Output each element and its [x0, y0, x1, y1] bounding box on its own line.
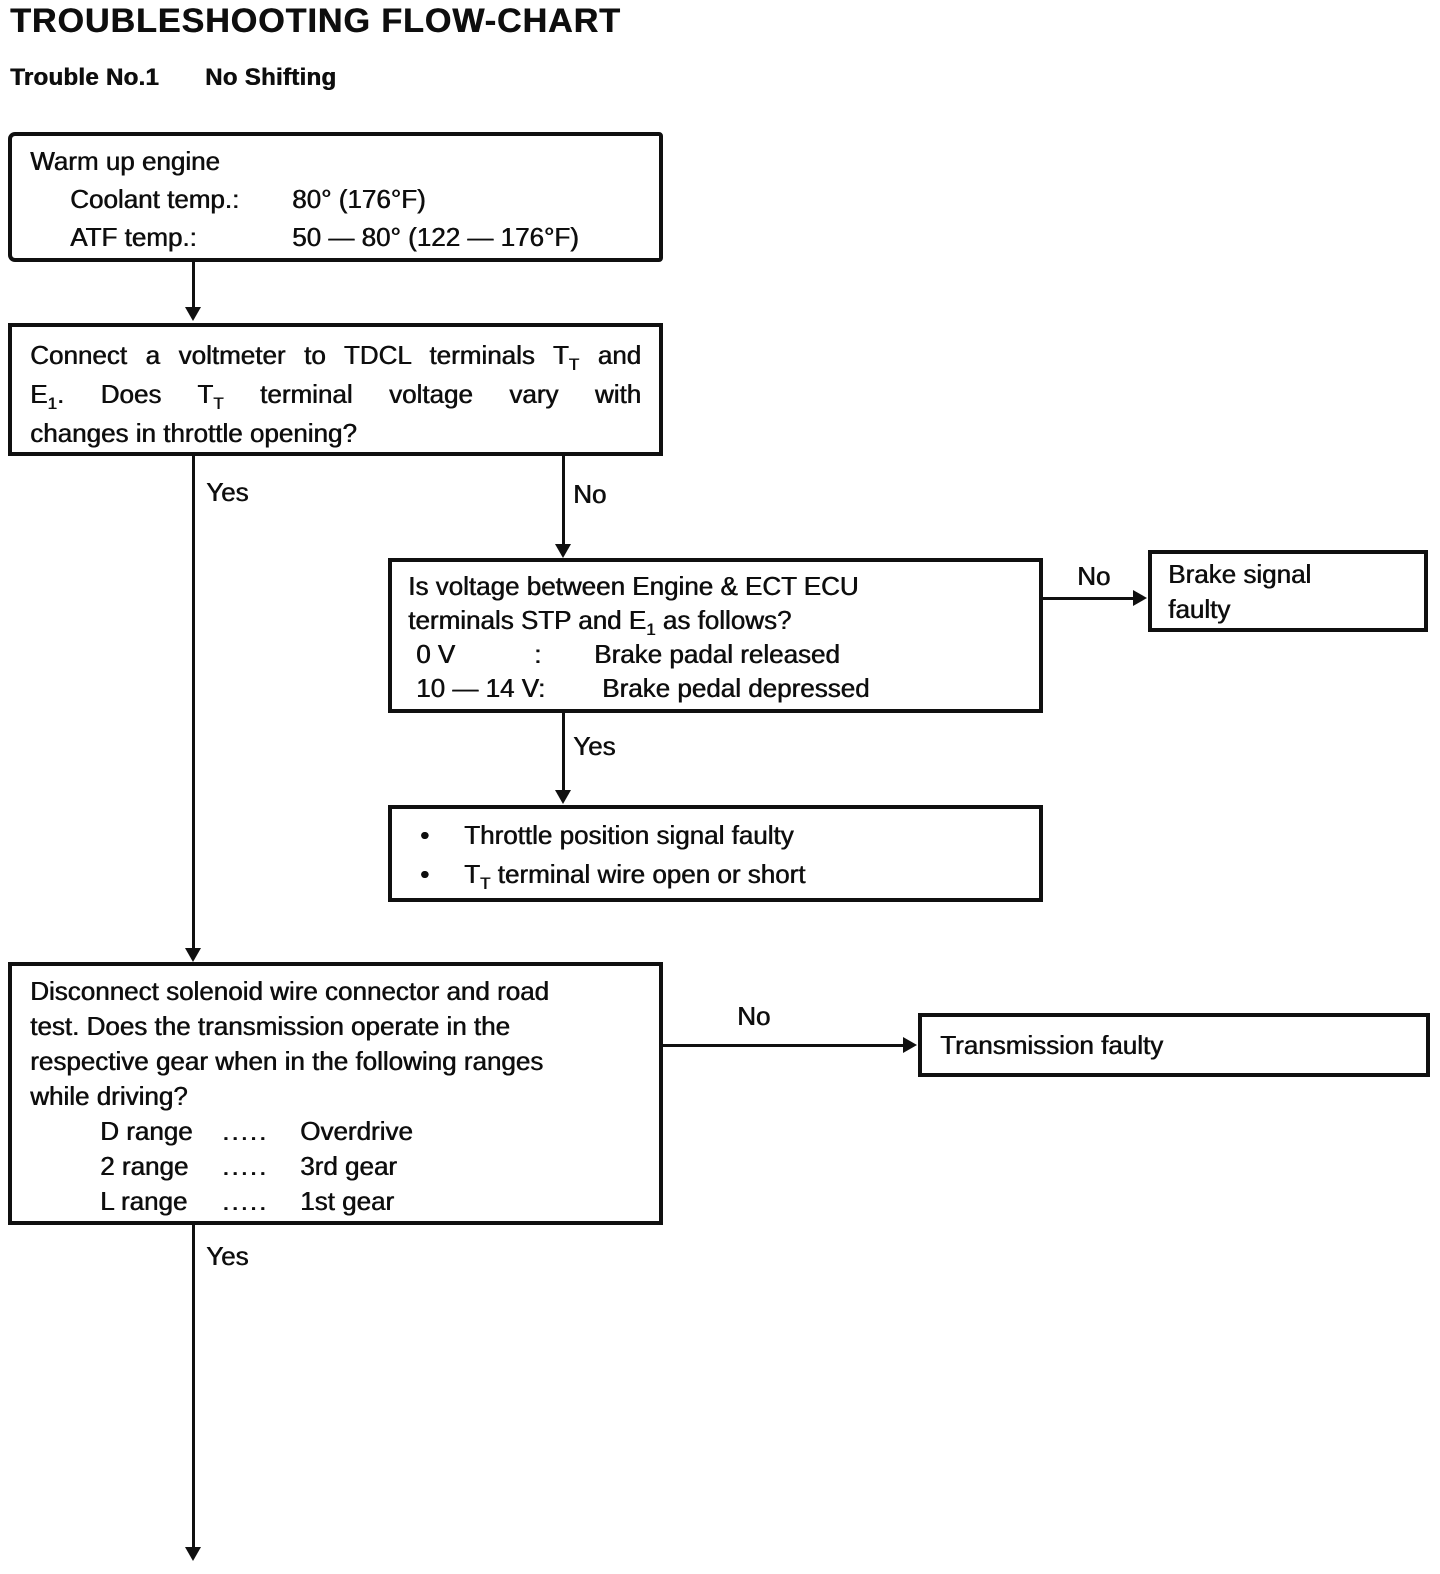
- arrow-down-icon: [185, 1547, 201, 1561]
- gear-row-2: 2 range ..... 3rd gear: [100, 1149, 641, 1184]
- text-fragment: terminal voltage vary with: [223, 379, 641, 409]
- road-test-question-text: Disconnect solenoid wire connector and r…: [30, 976, 549, 1111]
- connector-voltmeter-yes: [192, 456, 195, 950]
- text-fragment: T: [464, 859, 480, 889]
- bullet-text: TT terminal wire open or short: [464, 855, 805, 894]
- branch-label-yes-1: Yes: [206, 477, 249, 507]
- connector-roadtest-no: [663, 1044, 906, 1047]
- branch-label-no-1: No: [573, 479, 607, 509]
- text-fragment: Is voltage between Engine & ECT ECU term…: [408, 571, 859, 635]
- text-fragment: as follows?: [655, 605, 792, 635]
- transmission-faulty-text: Transmission faulty: [940, 1030, 1163, 1060]
- gear-value: 3rd gear: [300, 1151, 397, 1181]
- voltmeter-line-2: E1. Does TT terminal voltage vary with: [30, 375, 641, 414]
- dots-separator: .....: [222, 1186, 269, 1216]
- coolant-temp-row: Coolant temp.: 80° (176°F): [70, 180, 641, 218]
- gear-value: 1st gear: [300, 1186, 394, 1216]
- bullet-item: • TT terminal wire open or short: [408, 855, 1023, 894]
- dots-separator: .....: [222, 1151, 269, 1181]
- bullet-text: Throttle position signal faulty: [464, 820, 794, 850]
- trouble-name: No Shifting: [204, 64, 337, 91]
- connector-stp-yes: [562, 713, 565, 791]
- transmission-faulty-box: Transmission faulty: [918, 1013, 1430, 1077]
- bullet-icon: •: [420, 859, 430, 889]
- voltmeter-line-3: changes in throttle opening?: [30, 418, 357, 448]
- connector-roadtest-yes: [192, 1225, 195, 1549]
- connector-stp-no: [1043, 597, 1136, 600]
- dots-separator: .....: [222, 1116, 269, 1146]
- range-label: 2 range: [100, 1151, 189, 1181]
- subscript-1: 1: [645, 620, 656, 639]
- throttle-signal-faulty-box: • Throttle position signal faulty • TT t…: [388, 805, 1043, 902]
- bullet-icon: •: [420, 820, 430, 850]
- atf-temp-label: ATF temp.:: [70, 222, 197, 252]
- range-label: L range: [100, 1186, 188, 1216]
- arrow-right-icon: [903, 1037, 917, 1053]
- branch-label-yes-3: Yes: [206, 1241, 249, 1271]
- voltage-row-released: 0 V : Brake padal released: [408, 637, 1023, 671]
- branch-label-no-3: No: [737, 1001, 771, 1031]
- subscript-t: T: [479, 874, 491, 893]
- page-title: TROUBLESHOOTING FLOW-CHART: [10, 2, 621, 40]
- gear-value: Overdrive: [300, 1116, 413, 1146]
- subscript-t: T: [213, 394, 224, 413]
- voltage-condition: Brake padal released: [594, 639, 840, 669]
- arrow-right-icon: [1133, 590, 1147, 606]
- voltage-row-depressed: 10 — 14 V: Brake pedal depressed: [408, 671, 1023, 705]
- branch-label-no-2: No: [1077, 561, 1111, 591]
- text-fragment: E: [30, 379, 48, 409]
- voltage-value-label: 0 V: [416, 639, 456, 669]
- arrow-down-icon: [185, 948, 201, 962]
- voltmeter-question-box: Connect a voltmeter to TDCL terminals TT…: [8, 323, 663, 456]
- warm-up-title: Warm up engine: [30, 146, 220, 176]
- voltage-colon: :: [534, 639, 542, 669]
- arrow-down-icon: [185, 307, 201, 321]
- arrow-down-icon: [555, 790, 571, 804]
- connector-voltmeter-no: [562, 456, 565, 546]
- coolant-temp-label: Coolant temp.:: [70, 184, 240, 214]
- gear-row-d: D range ..... Overdrive: [100, 1114, 641, 1149]
- text-fragment: terminal wire open or short: [490, 859, 806, 889]
- voltmeter-line-1: Connect a voltmeter to TDCL terminals TT…: [30, 336, 641, 375]
- stp-question-text: Is voltage between Engine & ECT ECU term…: [408, 569, 928, 639]
- bullet-item: • Throttle position signal faulty: [408, 816, 1023, 855]
- range-label: D range: [100, 1116, 193, 1146]
- voltage-condition: Brake pedal depressed: [602, 673, 870, 703]
- road-test-question-box: Disconnect solenoid wire connector and r…: [8, 962, 663, 1225]
- text-fragment: . Does T: [56, 379, 214, 409]
- arrow-down-icon: [555, 544, 571, 558]
- warm-up-engine-box: Warm up engine Coolant temp.: 80° (176°F…: [8, 132, 663, 262]
- subscript-1: 1: [47, 394, 57, 413]
- atf-temp-row: ATF temp.: 50 — 80° (122 — 176°F): [70, 218, 641, 256]
- text-fragment: and: [579, 340, 641, 370]
- brake-signal-faulty-box: Brake signal faulty: [1148, 550, 1428, 632]
- text-fragment: Connect a voltmeter to TDCL terminals T: [30, 340, 569, 370]
- trouble-subtitle: Trouble No.1 No Shifting: [10, 64, 336, 92]
- stp-voltage-question-box: Is voltage between Engine & ECT ECU term…: [388, 558, 1043, 713]
- connector-warmup-to-voltmeter: [192, 262, 195, 308]
- gear-row-l: L range ..... 1st gear: [100, 1184, 641, 1219]
- branch-label-yes-2: Yes: [573, 731, 616, 761]
- brake-signal-faulty-text: Brake signal faulty: [1168, 559, 1312, 624]
- atf-temp-value: 50 — 80° (122 — 176°F): [292, 222, 579, 252]
- trouble-number: Trouble No.1: [10, 64, 159, 91]
- coolant-temp-value: 80° (176°F): [292, 184, 426, 214]
- voltage-value-label: 10 — 14 V:: [416, 673, 546, 703]
- subscript-t: T: [568, 355, 580, 374]
